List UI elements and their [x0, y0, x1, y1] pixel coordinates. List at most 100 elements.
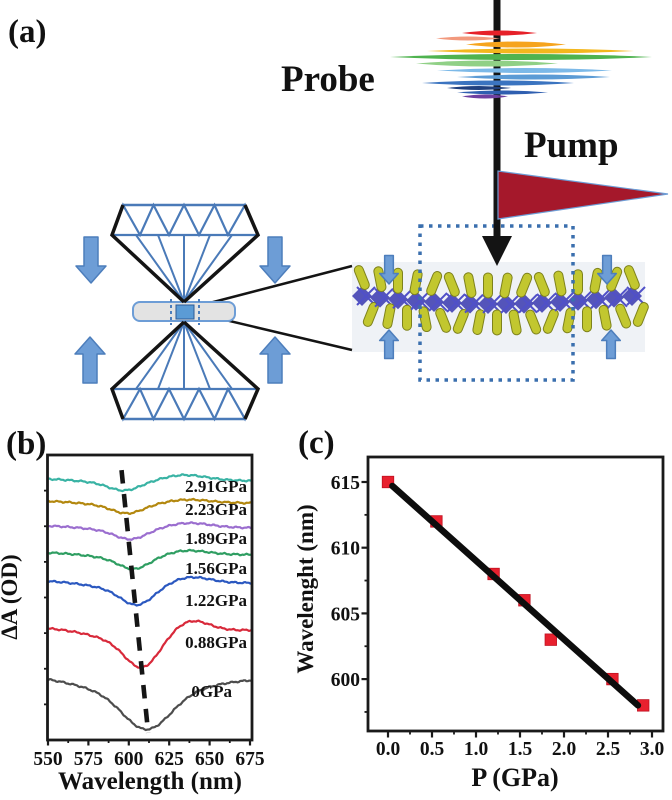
bond-line — [590, 289, 610, 309]
atom-rod-bottom — [508, 309, 522, 336]
pavilion-facet — [183, 321, 211, 390]
atom-rod-bottom — [632, 302, 649, 327]
y-tick-label: 605 — [331, 604, 361, 625]
pavilion-facet — [183, 234, 211, 303]
bond-diamond — [442, 292, 462, 313]
bond-diamond — [460, 293, 480, 314]
diamond-outline-left — [109, 204, 186, 304]
spectrum-curve — [47, 497, 253, 515]
panel-a-schematic — [74, 0, 669, 422]
panel-b-spectra-chart: 2.91GPa 2.23GPa 1.89GPa 1.56GPa 1.22GPa 0.88G… — [0, 453, 265, 795]
bond-line — [518, 293, 538, 314]
probe-streak — [390, 54, 652, 60]
probe-streak — [457, 74, 610, 80]
pressure-curve-label: 0.88GPa — [185, 633, 247, 652]
dip-guide-dashed-line — [119, 469, 151, 734]
probe-streak — [457, 90, 548, 95]
magnifier-line-top — [197, 264, 353, 308]
atom-rod-bottom — [382, 303, 396, 330]
pavilion-facet — [135, 234, 185, 303]
atom-rod-top — [393, 267, 403, 294]
spectrum-curve — [47, 678, 253, 732]
x-tick-label: 575 — [74, 749, 104, 770]
y-tick-label: 610 — [331, 539, 360, 560]
bond-line — [374, 287, 394, 308]
diamond-outline-left — [109, 320, 186, 420]
bond-diamond — [532, 292, 552, 313]
bond-line — [500, 294, 520, 314]
sample-chamber — [175, 304, 195, 320]
pressure-arrow-up — [74, 336, 106, 384]
atom-rod-top — [533, 272, 550, 297]
atom-rod-top — [516, 272, 533, 298]
pressure-curve-label: 1.89GPa — [185, 529, 247, 548]
bond-diamond — [586, 289, 606, 310]
bond-diamond — [478, 293, 498, 314]
bond-line — [392, 289, 412, 309]
spectrum-curve — [47, 575, 253, 607]
atom-rod-top — [463, 272, 477, 298]
y-tick-label: 615 — [331, 473, 361, 494]
pressure-arrow-up — [259, 336, 291, 384]
spectrum-curve — [47, 548, 253, 571]
y-axis-title: Wavelenght (nm) — [293, 504, 318, 673]
atom-rod-top — [623, 265, 640, 290]
bond-diamond — [424, 291, 444, 312]
bond-diamond — [352, 286, 372, 306]
diamond-outline-right — [182, 204, 261, 304]
pressure-arrow-down — [596, 254, 618, 285]
atom-rod-top — [553, 270, 567, 297]
atom-rod-top — [426, 271, 443, 296]
atom-rod-bottom — [402, 304, 412, 331]
pavilion-facet — [183, 234, 233, 303]
diamond-outline-right — [182, 320, 261, 420]
bond-diamond — [370, 287, 390, 308]
data-point-square — [544, 633, 557, 646]
probe-label: Probe — [281, 59, 375, 100]
probe-streak — [466, 41, 566, 48]
pressure-arrow-up — [378, 329, 400, 360]
x-tick-label: 1.5 — [508, 739, 533, 760]
atom-rod-bottom — [452, 308, 469, 334]
probe-streak — [416, 60, 558, 67]
spectrum-curve — [47, 521, 253, 541]
atom-rod-bottom — [582, 306, 592, 333]
atom-rod-bottom — [472, 309, 486, 335]
pump-pulse-icon — [497, 170, 669, 220]
atom-rod-top — [499, 272, 513, 299]
diamond-anvil-cell — [109, 202, 261, 422]
y-axis-title: ΔA (OD) — [0, 554, 22, 639]
atom-rod-bottom — [435, 307, 452, 333]
x-tick-label: 1.0 — [464, 739, 488, 760]
pavilion-facet — [183, 321, 233, 390]
bond-diamond — [622, 286, 642, 306]
bond-diamond — [388, 289, 408, 310]
bond-line — [536, 293, 556, 313]
pressure-curve-label: 1.22GPa — [185, 591, 247, 610]
pressure-arrow-down — [378, 254, 400, 285]
bond-line — [446, 293, 466, 313]
x-tick-label: 0.0 — [376, 739, 400, 760]
pressure-arrow-down — [75, 236, 107, 284]
pressure-curve-label: 2.23GPa — [185, 500, 247, 519]
x-axis-title: Wavelength (nm) — [58, 768, 242, 795]
panel-b-label: (b) — [6, 426, 47, 462]
pressure-arrow-up — [600, 329, 622, 360]
bond-line — [410, 290, 430, 311]
bond-line — [482, 294, 502, 314]
atom-rod-top — [443, 272, 460, 297]
bond-diamond — [568, 290, 588, 311]
atom-rod-top — [573, 269, 583, 296]
pressure-curve-label: 2.91GPa — [185, 477, 247, 496]
atom-rod-bottom — [615, 303, 632, 329]
atom-rod-bottom — [492, 309, 502, 336]
spectrum-curve — [47, 473, 253, 493]
x-tick-label: 550 — [33, 749, 62, 770]
x-tick-label: 625 — [155, 749, 185, 770]
x-tick-label: 650 — [195, 749, 224, 770]
pump-label: Pump — [524, 125, 619, 166]
pressure-curve-label: 1.56GPa — [185, 559, 247, 578]
bond-diamond — [496, 293, 516, 314]
